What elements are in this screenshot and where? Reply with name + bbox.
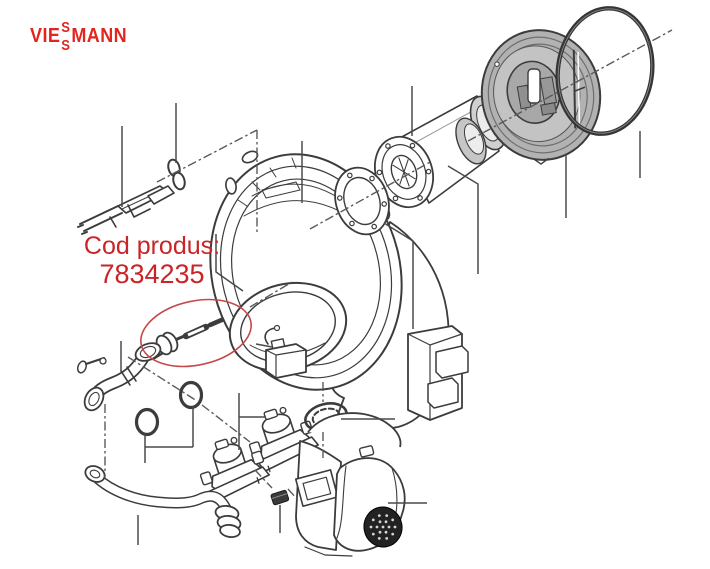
logo-text-mann: MANN (71, 25, 128, 47)
logo-text-vie: VIE (30, 25, 61, 47)
centerlines (104, 29, 673, 501)
union-nut-part (270, 489, 290, 506)
logo-s-top: S (61, 19, 71, 36)
ignition-unit-part (264, 324, 307, 379)
retaining-clip-part (167, 158, 186, 191)
flange-gasket-part (334, 166, 390, 236)
gas-pipe-part (84, 465, 242, 539)
o-ring-large-part (555, 6, 655, 136)
product-code-value: 7834235 (99, 259, 205, 289)
leader-lines (120, 86, 641, 545)
blower-motor-part (294, 412, 406, 557)
gas-elbow-part (76, 342, 162, 412)
product-code-label: Cod produs: (83, 232, 221, 260)
ignition-electrode-block-part (77, 185, 175, 235)
product-code-annotation: Cod produs: 7834235 (82, 232, 222, 288)
o-ring-small-left-part (134, 407, 160, 437)
logo-s-bottom: S (61, 37, 71, 54)
highlight-ellipse (140, 298, 252, 368)
motor-grille-holes (369, 514, 397, 540)
fan-disc-part (480, 29, 602, 165)
tube-end-cap-part (455, 117, 487, 165)
o-ring-small-right-part (178, 380, 204, 410)
